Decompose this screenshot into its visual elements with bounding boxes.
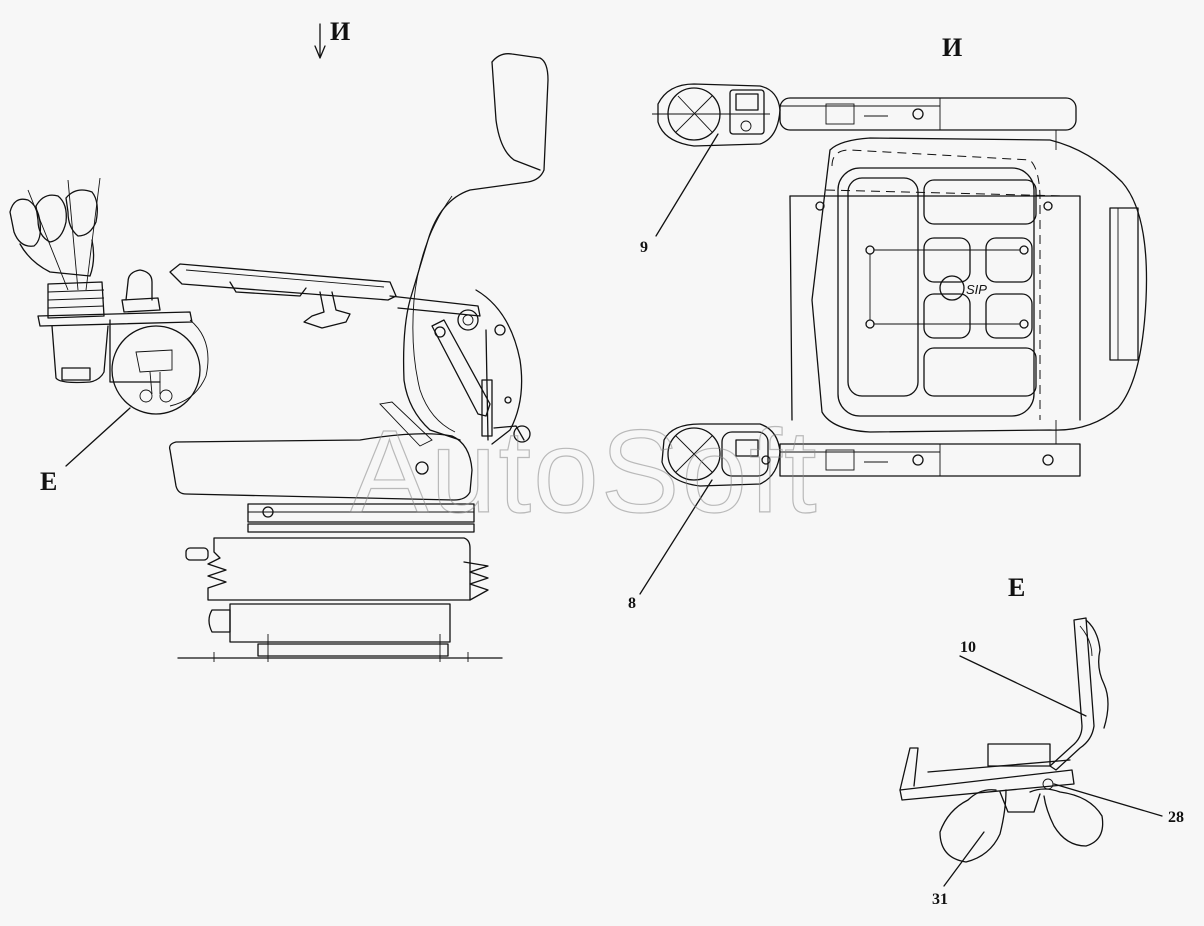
leader-9 bbox=[655, 133, 719, 237]
watermark-text: AutoSoft bbox=[350, 406, 819, 538]
side-view-seat bbox=[9, 23, 549, 662]
top-view-seat: SIP bbox=[639, 83, 1148, 595]
seat-cushion bbox=[168, 401, 473, 501]
leader-10 bbox=[959, 655, 1087, 717]
backrest bbox=[402, 53, 549, 445]
armrest bbox=[169, 263, 531, 443]
seat-cushion-top: SIP bbox=[789, 137, 1148, 433]
detail-e-circle bbox=[65, 319, 209, 467]
joystick-control-pod bbox=[9, 177, 193, 384]
callout-10: 10 bbox=[960, 639, 976, 656]
arrow-view-label: И bbox=[330, 17, 350, 46]
detail-e-view bbox=[899, 617, 1163, 887]
callout-9: 9 bbox=[640, 239, 648, 256]
leader-8 bbox=[639, 479, 713, 595]
callout-8: 8 bbox=[628, 595, 636, 612]
suspension-base bbox=[177, 503, 503, 662]
bottom-armrest-rail bbox=[661, 420, 1081, 487]
seat-logo-text: SIP bbox=[966, 282, 987, 297]
leader-28 bbox=[1053, 783, 1163, 817]
top-left-armrest-rail bbox=[652, 83, 1077, 150]
view-direction-arrow bbox=[314, 23, 326, 59]
top-view-label: И bbox=[942, 33, 962, 62]
detail-view-label: Е bbox=[1008, 573, 1025, 602]
leader-31 bbox=[943, 831, 985, 887]
callout-31: 31 bbox=[932, 891, 948, 908]
callout-28: 28 bbox=[1168, 809, 1184, 826]
detail-marker-label: Е bbox=[40, 467, 57, 496]
